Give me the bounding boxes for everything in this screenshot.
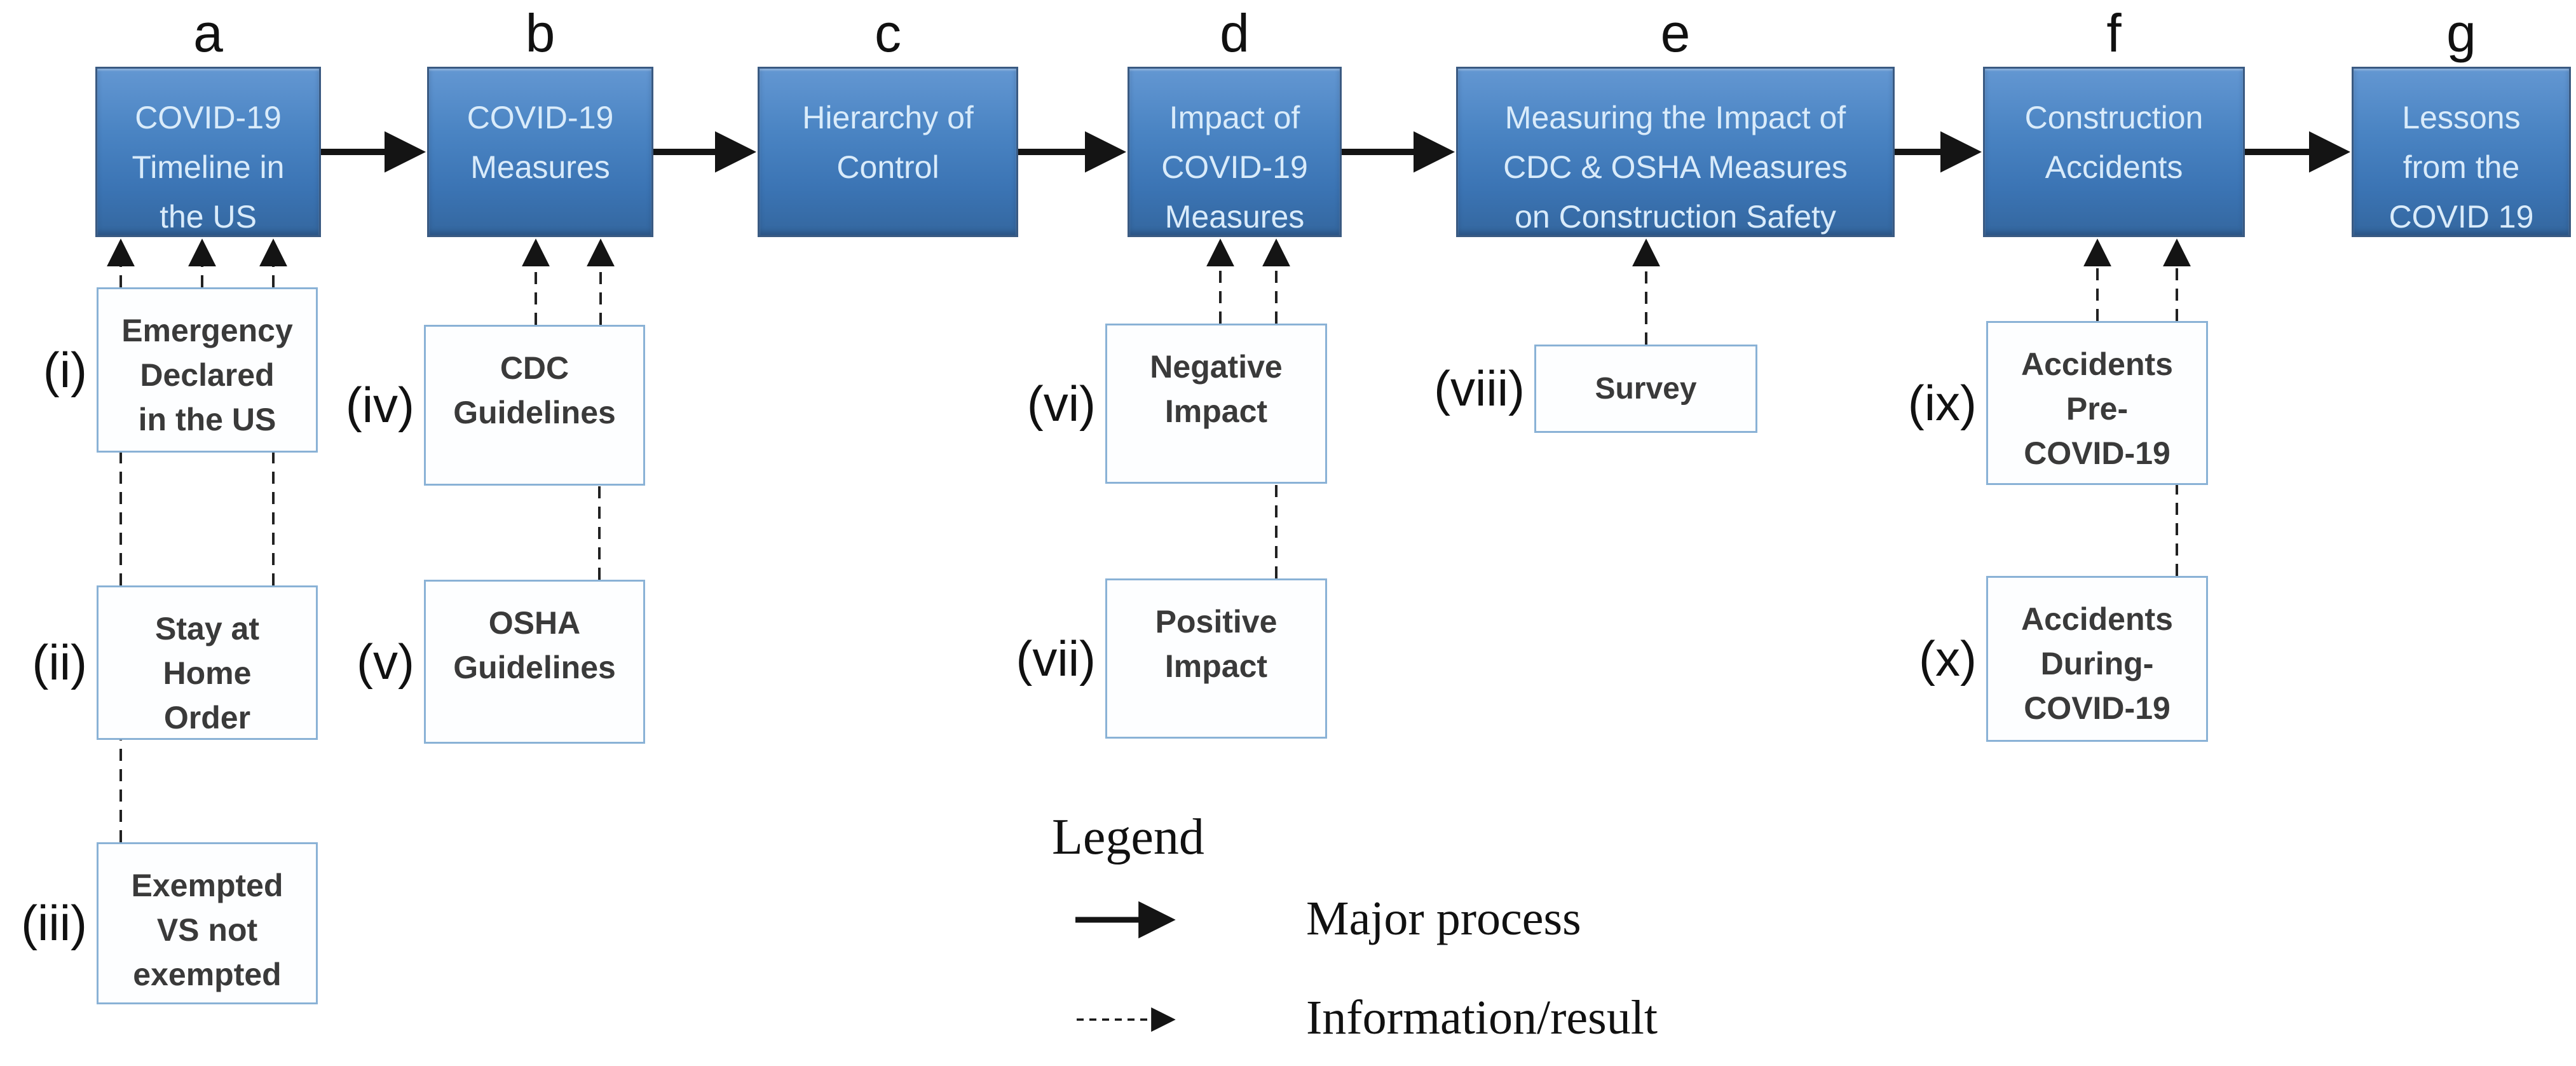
- infobox-ix-label: Accidents Pre- COVID-19: [2021, 346, 2173, 471]
- numeral-viii: (viii): [1434, 360, 1525, 416]
- stage-d-impact-of-measures: Impact of COVID-19 Measures: [1128, 67, 1342, 237]
- stage-b-covid-measures: COVID-19 Measures: [427, 67, 653, 237]
- infobox-iv-cdc-guidelines: CDC Guidelines: [424, 325, 645, 486]
- legend-information-result-label: Information/result: [1306, 991, 1658, 1044]
- numeral-vi: (vi): [1026, 376, 1096, 432]
- stage-a-label: COVID-19 Timeline in the US: [132, 100, 285, 235]
- stage-letter-g: g: [2446, 3, 2476, 63]
- infobox-viii-survey: Survey: [1534, 345, 1757, 433]
- stage-a-covid-timeline: COVID-19 Timeline in the US: [95, 67, 321, 237]
- infobox-iii-exempted: Exempted VS not exempted: [97, 842, 318, 1004]
- stage-d-label: Impact of COVID-19 Measures: [1161, 100, 1308, 235]
- infobox-ii-stay-at-home: Stay at Home Order: [97, 585, 318, 740]
- stage-letter-f: f: [2106, 3, 2122, 63]
- legend-title: Legend: [1052, 809, 1204, 865]
- stage-letter-d: d: [1220, 3, 1250, 63]
- infobox-vi-label: Negative Impact: [1150, 349, 1283, 429]
- stage-c-hierarchy-of-control: Hierarchy of Control: [758, 67, 1018, 237]
- infobox-vii-positive-impact: Positive Impact: [1105, 578, 1327, 739]
- infobox-viii-label: Survey: [1595, 371, 1697, 406]
- infobox-x-label: Accidents During- COVID-19: [2021, 601, 2173, 726]
- stage-e-measuring-impact: Measuring the Impact of CDC & OSHA Measu…: [1456, 67, 1895, 237]
- infobox-vi-negative-impact: Negative Impact: [1105, 324, 1327, 484]
- infobox-i-emergency-declared: Emergency Declared in the US: [97, 287, 318, 453]
- stage-letter-c: c: [875, 3, 901, 63]
- stage-f-construction-accidents: Construction Accidents: [1983, 67, 2245, 237]
- stage-f-label: Construction Accidents: [2024, 100, 2204, 185]
- numeral-ix: (ix): [1907, 375, 1977, 431]
- stage-c-label: Hierarchy of Control: [802, 100, 974, 185]
- infobox-iv-label: CDC Guidelines: [453, 350, 616, 430]
- stage-g-label: Lessons from the COVID 19: [2389, 100, 2534, 235]
- numeral-iv: (iv): [345, 377, 414, 433]
- infobox-vii-label: Positive Impact: [1155, 604, 1278, 684]
- numeral-i: (i): [43, 342, 87, 398]
- infobox-v-label: OSHA Guidelines: [453, 605, 616, 685]
- infobox-ix-accidents-pre: Accidents Pre- COVID-19: [1986, 321, 2208, 485]
- stage-letter-a: a: [193, 3, 223, 63]
- stage-g-lessons: Lessons from the COVID 19: [2352, 67, 2571, 237]
- numeral-v: (v): [357, 634, 414, 690]
- numeral-iii: (iii): [21, 895, 87, 951]
- infobox-i-label: Emergency Declared in the US: [121, 313, 293, 437]
- legend-major-process-label: Major process: [1306, 892, 1581, 945]
- infobox-ii-label: Stay at Home Order: [155, 611, 259, 735]
- stage-e-label: Measuring the Impact of CDC & OSHA Measu…: [1503, 100, 1848, 235]
- numeral-ii: (ii): [32, 634, 87, 690]
- infobox-x-accidents-during: Accidents During- COVID-19: [1986, 576, 2208, 742]
- numeral-x: (x): [1919, 631, 1977, 687]
- stage-b-label: COVID-19 Measures: [467, 100, 614, 185]
- numeral-vii: (vii): [1016, 631, 1096, 687]
- stage-letter-e: e: [1660, 3, 1691, 63]
- infobox-iii-label: Exempted VS not exempted: [131, 868, 283, 992]
- stage-letter-b: b: [525, 3, 555, 63]
- infobox-v-osha-guidelines: OSHA Guidelines: [424, 580, 645, 744]
